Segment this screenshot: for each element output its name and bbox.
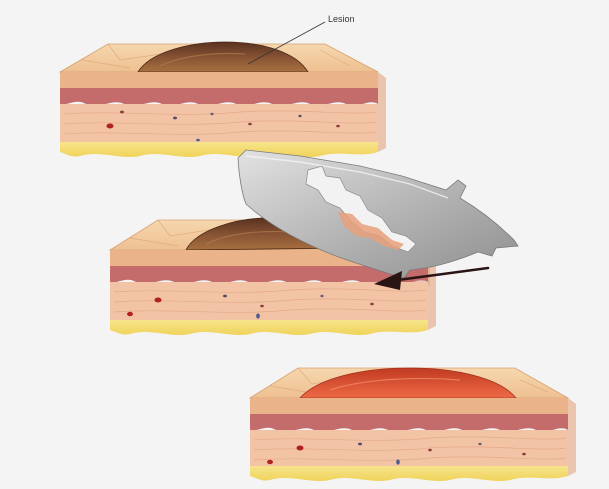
block-side-face [568, 398, 576, 476]
cell [223, 295, 227, 298]
blood-vessel [267, 460, 273, 464]
cell [320, 295, 323, 297]
cell [196, 139, 200, 142]
cell [260, 305, 264, 308]
cell [248, 123, 252, 126]
blood-vessel [107, 124, 114, 129]
skin-block-with-lesion [60, 42, 386, 157]
cell [210, 113, 213, 115]
cell [298, 115, 301, 117]
skin-block-wound [250, 368, 576, 481]
block-side-face [378, 72, 386, 152]
papillary-dermis [250, 414, 568, 432]
cell [478, 443, 481, 445]
epidermis-layer [60, 72, 378, 88]
cell [428, 449, 432, 452]
subcutaneous-fat [110, 320, 428, 335]
blood-vessel [297, 446, 304, 451]
cell [358, 443, 362, 446]
lesion-label: Lesion [328, 14, 355, 24]
cell [173, 117, 177, 120]
cell [522, 453, 526, 456]
blood-vessel [127, 312, 133, 316]
cell [336, 125, 340, 128]
blood-vessel [155, 298, 162, 303]
epidermis-layer [250, 398, 568, 414]
cell [256, 313, 260, 318]
cell [120, 111, 124, 114]
cell [370, 303, 374, 306]
cell [396, 459, 400, 464]
subcutaneous-fat [250, 466, 568, 481]
subcutaneous-fat [60, 142, 378, 157]
papillary-dermis [60, 88, 378, 106]
